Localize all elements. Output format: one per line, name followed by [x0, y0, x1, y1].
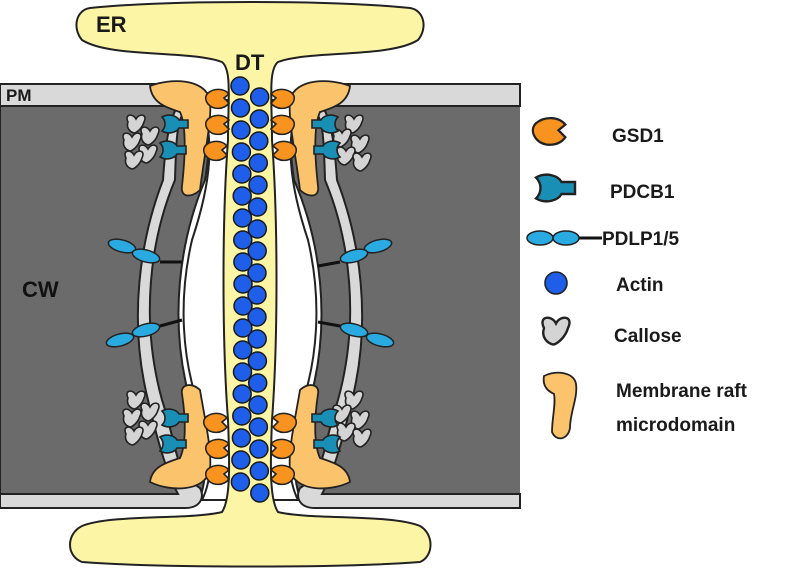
- dt-label: DT: [235, 50, 265, 75]
- actin-bead: [232, 208, 253, 228]
- pdlp-right-upper: [317, 238, 393, 268]
- actin-bead: [249, 439, 269, 459]
- actin-bead: [233, 318, 253, 338]
- actin-bead: [230, 76, 250, 96]
- actin-bead: [247, 373, 268, 393]
- actin-bead: [247, 219, 268, 239]
- actin-bead: [249, 87, 270, 107]
- legend-actin: Actin: [544, 271, 664, 296]
- legend-actin-label: Actin: [616, 275, 664, 296]
- legend-pdlp: PDLP1/5: [526, 229, 680, 250]
- actin-bead: [247, 285, 267, 305]
- cw-label: CW: [22, 277, 59, 302]
- actin-bead: [231, 450, 251, 470]
- actin-bead: [230, 472, 251, 492]
- legend-gsd1-label: GSD1: [612, 126, 664, 147]
- actin-bead: [232, 186, 252, 206]
- actin-bead: [248, 153, 269, 173]
- legend-pdcb1-label: PDCB1: [610, 182, 675, 203]
- legend-raft: Membrane raft microdomain: [542, 371, 748, 440]
- actin-bead: [232, 164, 252, 184]
- actin-bead: [232, 406, 252, 426]
- actin-bead: [247, 263, 267, 283]
- actin-bead: [231, 142, 252, 162]
- pdlp-left-upper: [107, 238, 182, 264]
- actin-bead: [232, 362, 253, 382]
- actin-bead: [247, 197, 268, 217]
- pdlp-right-lower: [317, 320, 395, 348]
- legend-callose: Callose: [541, 316, 682, 347]
- actin-bead: [230, 98, 251, 118]
- actin-filament: [230, 76, 270, 503]
- actin-bead: [232, 340, 253, 360]
- pdlp-in-wall: [105, 238, 395, 348]
- actin-bead: [250, 483, 270, 503]
- actin-bead: [247, 307, 267, 327]
- actin-bead: [233, 252, 253, 272]
- actin-bead: [231, 120, 251, 140]
- er-label: ER: [96, 12, 127, 37]
- legend-gsd1: GSD1: [531, 116, 664, 147]
- actin-bead: [247, 241, 267, 261]
- actin-bead: [232, 384, 252, 404]
- actin-bead: [231, 428, 252, 448]
- actin-bead: [249, 461, 270, 481]
- pdlp-left-lower: [105, 318, 183, 348]
- actin-bead: [248, 395, 268, 415]
- actin-bead: [233, 296, 253, 316]
- legend-raft-label-line1: Membrane raft: [616, 381, 748, 402]
- actin-bead: [233, 230, 253, 250]
- actin-bead: [249, 109, 270, 129]
- raft-group: [149, 80, 351, 490]
- legend-raft-icon: [542, 371, 578, 440]
- pm-label: PM: [6, 86, 32, 105]
- actin-bead: [249, 131, 269, 151]
- legend-raft-label-line2: microdomain: [616, 415, 735, 436]
- legend-pdcb1: PDCB1: [534, 173, 675, 203]
- legend-pdlp-label: PDLP1/5: [602, 229, 680, 250]
- actin-bead: [233, 274, 253, 294]
- actin-bead: [247, 329, 267, 349]
- actin-bead: [248, 175, 268, 195]
- actin-bead: [247, 351, 268, 371]
- legend: GSD1 PDCB1 PDLP1/5 Actin Callose Membran…: [526, 116, 748, 440]
- legend-callose-label: Callose: [614, 326, 682, 347]
- actin-bead: [248, 417, 269, 437]
